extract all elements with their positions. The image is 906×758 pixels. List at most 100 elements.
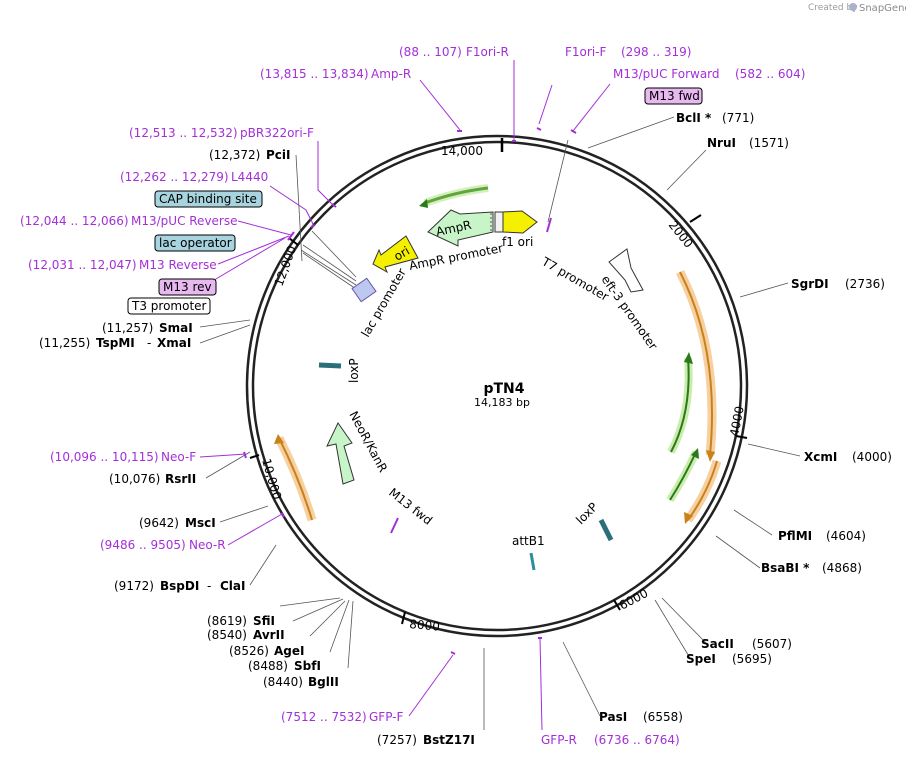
svg-text:L4440: L4440 <box>231 170 268 184</box>
svg-text:M13 Reverse: M13 Reverse <box>139 258 217 272</box>
svg-text:BstZ17I: BstZ17I <box>423 733 475 747</box>
eft3-promoter-arrow <box>608 248 644 293</box>
svg-text:ClaI: ClaI <box>220 579 245 593</box>
site-agei[interactable]: (8526) AgeI <box>229 644 304 658</box>
loxp-right-marker <box>598 518 614 542</box>
primer-m13-rev-box[interactable]: M13 rev <box>158 278 217 296</box>
svg-text:TspMI: TspMI <box>96 336 135 350</box>
tick-mark-8000 <box>401 611 406 625</box>
lac-operator-box[interactable]: lac operator <box>154 234 236 252</box>
svg-text:SfiI: SfiI <box>253 614 275 628</box>
site-rsrii[interactable]: (10,076) RsrII <box>109 472 196 486</box>
svg-text:Amp-R: Amp-R <box>371 67 411 81</box>
svg-text:CAP binding site: CAP binding site <box>159 192 257 206</box>
site-sbfi[interactable]: (8488) SbfI <box>248 659 321 673</box>
backbone <box>245 134 749 638</box>
plasmid-length: 14,183 bp <box>474 396 530 409</box>
primer-f1ori-r[interactable]: (88 .. 107) F1ori-R <box>399 45 509 59</box>
cap-binding-site-box[interactable]: CAP binding site <box>154 190 263 208</box>
tick-label-2000: 2000 <box>666 218 696 251</box>
snapgene-credit: Created by SnapGene <box>808 3 906 14</box>
svg-text:-: - <box>207 579 211 593</box>
svg-text:SbfI: SbfI <box>294 659 321 673</box>
primer-f1ori-f[interactable]: F1ori-F (298 .. 319) <box>565 45 691 59</box>
tick-mark-2000 <box>689 214 702 223</box>
svg-text:(8619): (8619) <box>207 614 247 628</box>
primer-amp-r[interactable]: (13,815 .. 13,834) Amp-R <box>260 67 411 81</box>
svg-text:(12,044 .. 12,066): (12,044 .. 12,066) <box>20 214 129 228</box>
site-pflmi[interactable]: PflMI (4604) <box>778 529 866 543</box>
primer-pbr322ori-f[interactable]: (12,513 .. 12,532) pBR322ori-F <box>129 126 314 140</box>
primer-m13-fwd-box[interactable]: M13 fwd <box>644 87 703 105</box>
m13-fwd-inner-marker <box>390 517 399 534</box>
primer-marks <box>243 127 577 655</box>
f1-ori-arrow <box>502 210 538 234</box>
svg-text:(10,076): (10,076) <box>109 472 160 486</box>
site-bstz17i[interactable]: (7257) BstZ17I <box>377 733 475 747</box>
ampr-orf-arrow <box>424 186 489 205</box>
credit-prefix: Created by <box>808 3 858 13</box>
ampr-promoter-arrow <box>494 211 504 233</box>
svg-text:M13 rev: M13 rev <box>163 280 212 294</box>
ampr-promoter-label: AmpR promoter <box>408 241 504 273</box>
site-pcli[interactable]: (12,372) PciI <box>209 148 291 162</box>
site-bglii[interactable]: (8440) BglII <box>263 675 339 689</box>
credit-brand: SnapGene <box>859 3 906 14</box>
leader-lines <box>199 116 801 730</box>
svg-text:BclI *: BclI * <box>676 111 712 125</box>
svg-text:(771): (771) <box>722 111 754 125</box>
svg-text:SgrDI: SgrDI <box>791 277 829 291</box>
t7-promoter-marker <box>546 217 552 233</box>
primer-neo-f[interactable]: (10,096 .. 10,115) Neo-F <box>50 450 196 464</box>
svg-text:AgeI: AgeI <box>274 644 304 658</box>
site-avrii[interactable]: (8540) AvrII <box>207 628 285 642</box>
site-pasi[interactable]: PasI (6558) <box>599 710 683 724</box>
ori-arrow <box>372 235 419 274</box>
svg-text:(5695): (5695) <box>732 652 772 666</box>
tick-label-8000: 8000 <box>409 617 441 634</box>
svg-text:(8526): (8526) <box>229 644 269 658</box>
primer-m13-puc-forward[interactable]: M13/pUC Forward (582 .. 604) <box>613 67 805 81</box>
t3-promoter-box[interactable]: T3 promoter <box>127 297 211 315</box>
tick-mark-12000 <box>288 237 299 246</box>
svg-text:AvrII: AvrII <box>253 628 285 642</box>
primer-neo-r[interactable]: (9486 .. 9505) Neo-R <box>100 538 226 552</box>
svg-text:Neo-R: Neo-R <box>189 538 226 552</box>
tick-label-12000: 12,000 <box>272 244 300 288</box>
site-bsabi[interactable]: BsaBI * (4868) <box>761 561 862 575</box>
svg-text:(12,372): (12,372) <box>209 148 260 162</box>
svg-text:F1ori-R: F1ori-R <box>466 45 509 59</box>
svg-text:(11,257): (11,257) <box>102 321 153 335</box>
svg-text:(9642): (9642) <box>139 516 179 530</box>
svg-text:pBR322ori-F: pBR322ori-F <box>240 126 314 140</box>
ori-label: ori <box>392 244 413 264</box>
site-spei[interactable]: SpeI (5695) <box>686 652 772 666</box>
plasmid-name: pTN4 <box>483 381 524 397</box>
primer-m13-reverse[interactable]: (12,031 .. 12,047) M13 Reverse <box>28 258 217 272</box>
primer-gfp-r[interactable]: GFP-R (6736 .. 6764) <box>541 733 680 747</box>
site-bspdi-clai[interactable]: (9172) BspDI - ClaI <box>114 579 245 593</box>
primer-l4440[interactable]: (12,262 .. 12,279) L4440 <box>120 170 268 184</box>
primer-m13-puc-reverse[interactable]: (12,044 .. 12,066) M13/pUC Reverse <box>20 214 238 228</box>
site-sfii[interactable]: (8619) SfiI <box>207 614 275 628</box>
svg-text:-: - <box>147 336 151 350</box>
svg-text:(13,815 .. 13,834): (13,815 .. 13,834) <box>260 67 369 81</box>
site-tspmi-xmai[interactable]: (11,255) TspMI - XmaI <box>39 336 191 350</box>
lac-cluster-marker <box>351 277 377 303</box>
site-xcmi[interactable]: XcmI (4000) <box>804 450 892 464</box>
site-bcli[interactable]: BclI * (771) <box>676 111 754 125</box>
attb1-label: attB1 <box>512 534 545 548</box>
svg-text:(7512 .. 7532): (7512 .. 7532) <box>281 710 367 724</box>
neor-kanr-arrow <box>326 422 355 485</box>
svg-text:GFP-R: GFP-R <box>541 733 577 747</box>
site-smai[interactable]: (11,257) SmaI <box>102 321 193 335</box>
primer-gfp-f[interactable]: (7512 .. 7532) GFP-F <box>281 710 404 724</box>
tick-label-14000: 14,000 <box>441 144 483 158</box>
site-sacii[interactable]: SacII (5607) <box>701 637 792 651</box>
site-nrui[interactable]: NruI (1571) <box>707 136 789 150</box>
site-sgrdi[interactable]: SgrDI (2736) <box>791 277 885 291</box>
svg-text:BsaBI *: BsaBI * <box>761 561 810 575</box>
svg-text:Neo-F: Neo-F <box>161 450 196 464</box>
site-msci[interactable]: (9642) MscI <box>139 516 216 530</box>
